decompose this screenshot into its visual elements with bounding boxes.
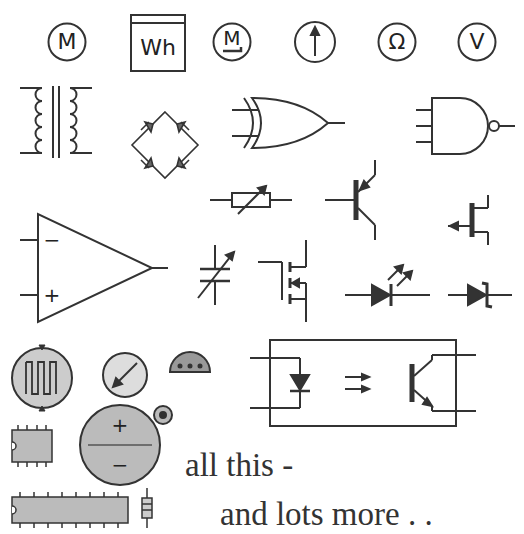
photodiode-symbol: ​ <box>103 353 147 397</box>
sensor-symbol <box>170 352 210 372</box>
voltmeter-symbol: V <box>457 22 497 62</box>
transistor-symbol <box>325 160 375 240</box>
small-component-symbol <box>154 406 172 424</box>
svg-text:​: ​ <box>109 360 111 370</box>
symbol-letter: M <box>58 31 77 53</box>
motor-symbol: M <box>212 22 252 62</box>
ldr-symbol <box>12 345 72 411</box>
caption-text: all this - <box>185 447 293 483</box>
symbol-letter: + <box>112 415 129 435</box>
variable-capacitor-symbol <box>198 245 234 305</box>
ammeter-symbol <box>295 22 335 62</box>
led-symbol <box>345 265 430 306</box>
variable-resistor-symbol <box>210 186 292 214</box>
transformer-symbol <box>20 86 92 158</box>
mosfet-symbol <box>258 240 306 322</box>
caption-text: and lots more . . <box>220 496 433 532</box>
symbol-letter: + <box>44 285 61 305</box>
symbol-letter: M <box>223 28 240 48</box>
ic-chip-symbol <box>12 497 128 523</box>
optocoupler-symbol <box>250 340 476 426</box>
symbol-letter: − <box>44 230 61 250</box>
ic-chip-symbol <box>12 425 52 467</box>
motor-symbol: M <box>47 22 87 62</box>
symbol-letter: − <box>112 455 129 475</box>
zener-diode-symbol <box>448 283 512 307</box>
electrolytic-capacitor-symbol: +− <box>78 403 162 487</box>
node-outline <box>20 212 170 324</box>
op-amp-symbol: −+ <box>20 212 170 324</box>
xor-gate-symbol <box>232 98 345 148</box>
ohmmeter-symbol: Ω <box>377 22 417 62</box>
nand-gate-symbol <box>416 98 515 154</box>
ic-pins <box>20 492 118 528</box>
watt-hour-meter-symbol: Wh <box>130 14 186 72</box>
jfet-symbol <box>448 195 488 245</box>
resistor-symbol <box>142 488 152 528</box>
symbol-letter: Wh <box>140 37 176 59</box>
symbol-letter: Ω <box>389 31 406 53</box>
symbol-letter: V <box>469 31 484 53</box>
bridge-rectifier-symbol <box>132 112 198 178</box>
